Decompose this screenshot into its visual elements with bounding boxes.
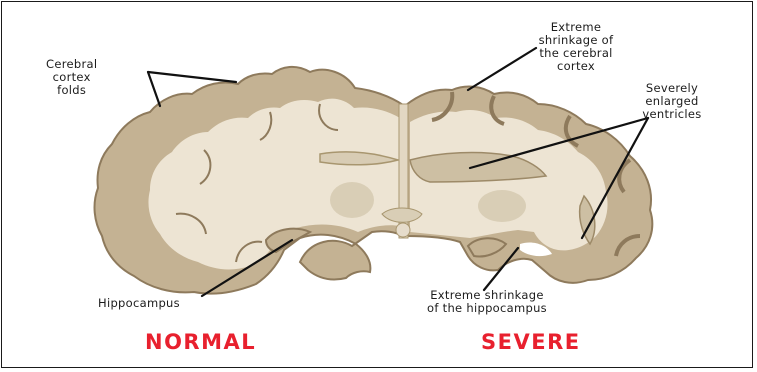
severe-brain bbox=[406, 87, 652, 283]
ventricles-label: Severely enlarged ventricles bbox=[630, 82, 714, 121]
shrink-cortex-label: Extreme shrinkage of the cerebral cortex bbox=[524, 21, 628, 73]
normal-brain bbox=[95, 67, 403, 294]
severe-basal-ganglia bbox=[478, 190, 526, 222]
shrink-cortex-line-4: cortex bbox=[524, 60, 628, 73]
shrink-hippo-line-2: of the hippocampus bbox=[412, 302, 562, 315]
cortex-folds-pointer-a bbox=[148, 72, 236, 82]
cortex-folds-label: Cerebral cortex folds bbox=[46, 58, 97, 97]
hippocampus-label: Hippocampus bbox=[98, 297, 180, 310]
severe-caption: SEVERE bbox=[481, 330, 581, 354]
normal-caption: NORMAL bbox=[145, 330, 256, 354]
normal-basal-ganglia bbox=[330, 182, 374, 218]
cortex-folds-pointer-b bbox=[148, 72, 160, 106]
cortex-folds-line-3: folds bbox=[46, 84, 97, 97]
ventricles-line-3: ventricles bbox=[630, 108, 714, 121]
shrink-hippo-label: Extreme shrinkage of the hippocampus bbox=[412, 289, 562, 315]
